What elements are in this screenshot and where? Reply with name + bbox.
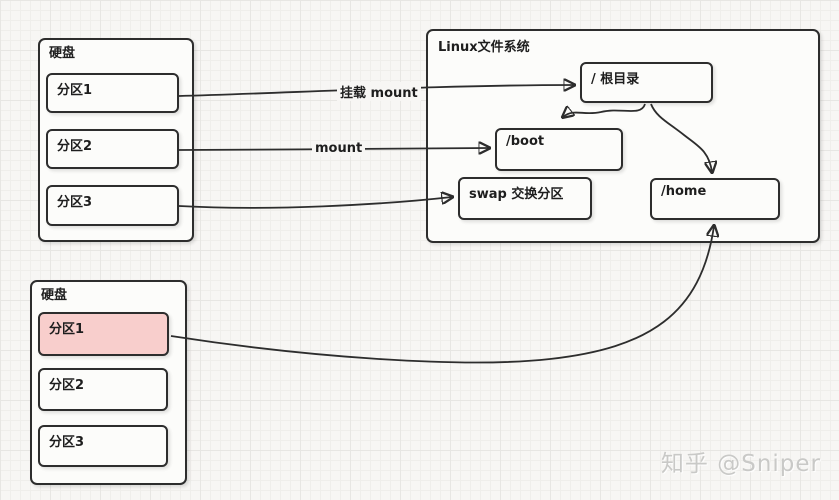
- fs-node-root: / 根目录: [580, 62, 713, 103]
- fs-node-boot: /boot: [495, 128, 623, 171]
- disk-bottom-partition-3: 分区3: [38, 425, 168, 467]
- disk-bottom-partition-1-highlighted: 分区1: [38, 312, 169, 356]
- disk-bottom-title: 硬盘: [41, 288, 68, 303]
- edge-partition3-to-swap: [178, 197, 452, 209]
- disk-top-title: 硬盘: [49, 46, 76, 61]
- disk-bottom-partition-2: 分区2: [38, 368, 168, 411]
- zhihu-watermark: 知乎 @Sniper: [660, 451, 821, 477]
- disk-top-partition-3: 分区3: [46, 185, 179, 226]
- filesystem-title: Linux文件系统: [438, 40, 530, 55]
- fs-node-home: /home: [650, 178, 780, 220]
- edge-label-mount-full: 挂载 mount: [337, 82, 421, 101]
- edge-label-mount: mount: [312, 141, 366, 156]
- disk-top-partition-2: 分区2: [46, 129, 179, 169]
- fs-node-swap: swap 交换分区: [458, 177, 592, 220]
- disk-top-partition-1: 分区1: [46, 73, 179, 113]
- edge-bottom-partition1-to-home: [170, 226, 714, 364]
